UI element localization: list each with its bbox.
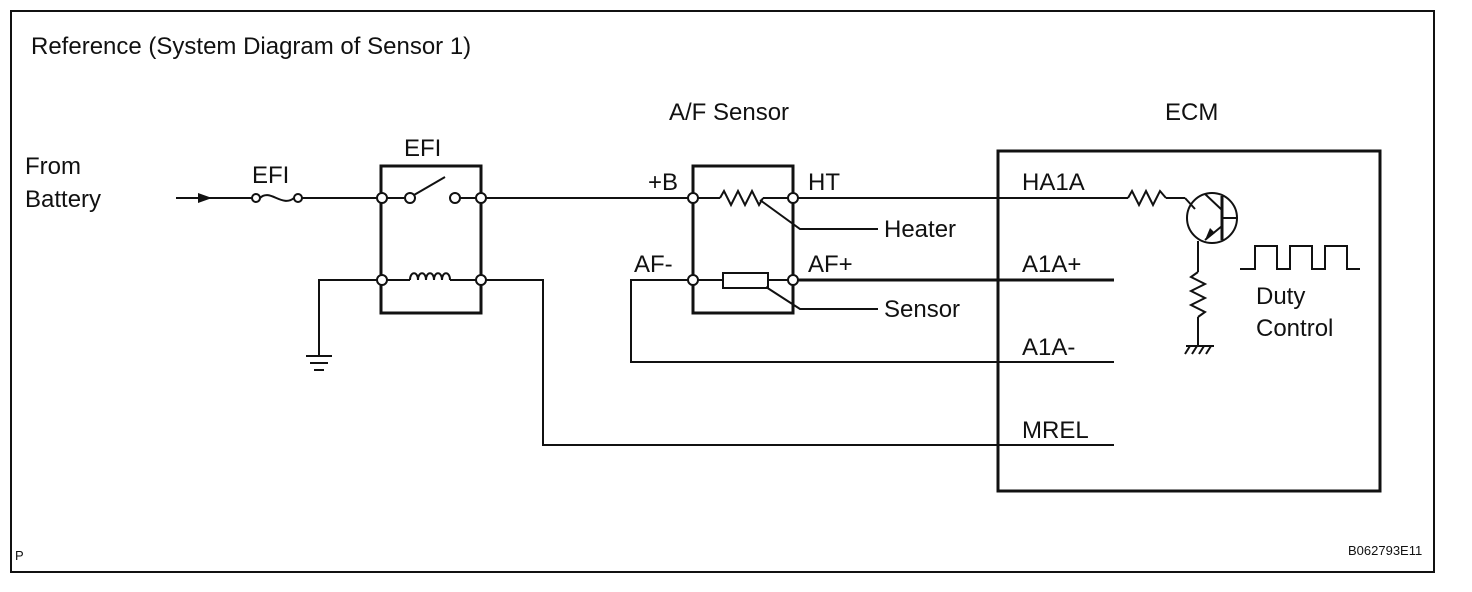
terminal-a1a-plus: A1A+ bbox=[1022, 251, 1081, 278]
heater-resistor-icon bbox=[687, 188, 799, 208]
ecm-label: ECM bbox=[1165, 99, 1218, 126]
terminal-mrel: MREL bbox=[1022, 417, 1089, 444]
pin-ht: HT bbox=[808, 169, 840, 196]
relay-label: EFI bbox=[404, 135, 441, 162]
transistor-icon bbox=[1184, 192, 1238, 244]
figure-code: B062793E11 bbox=[1348, 543, 1422, 558]
from-battery-label-line2: Battery bbox=[25, 186, 101, 213]
duty-control-label-line1: Duty bbox=[1256, 283, 1305, 310]
ecm-resistor-icon bbox=[1127, 188, 1167, 208]
fuse-icon bbox=[251, 193, 303, 203]
pin-af-minus: AF- bbox=[634, 251, 673, 278]
outer-frame bbox=[10, 10, 1435, 573]
ecm-box bbox=[996, 149, 1382, 493]
pin-af-plus: AF+ bbox=[808, 251, 853, 278]
chassis-ground-icon bbox=[1184, 345, 1214, 355]
relay-coil-icon bbox=[376, 272, 487, 286]
sensor-label: Sensor bbox=[884, 296, 960, 323]
corner-label: P bbox=[15, 548, 24, 563]
pin-plus-b: +B bbox=[648, 169, 678, 196]
from-battery-label-line1: From bbox=[25, 153, 81, 180]
af-sensor-label: A/F Sensor bbox=[669, 99, 789, 126]
emitter-resistor-icon bbox=[1188, 271, 1208, 318]
terminal-a1a-minus: A1A- bbox=[1022, 334, 1075, 361]
duty-control-label-line2: Control bbox=[1256, 315, 1333, 342]
battery-arrow-icon bbox=[198, 193, 212, 203]
heater-leader-line bbox=[759, 199, 878, 230]
fuse-label: EFI bbox=[252, 162, 289, 189]
sensor-element-icon bbox=[687, 272, 799, 289]
pulse-waveform-icon bbox=[1240, 245, 1360, 270]
af-sensor-box bbox=[691, 164, 795, 315]
ground-icon bbox=[306, 355, 332, 371]
terminal-ha1a: HA1A bbox=[1022, 169, 1085, 196]
relay-ground-wire bbox=[318, 279, 377, 355]
sensor-leader-line bbox=[765, 286, 878, 310]
relay-box bbox=[379, 164, 483, 315]
diagram-title: Reference (System Diagram of Sensor 1) bbox=[31, 33, 471, 60]
af-minus-to-a1a-minus-wire bbox=[630, 279, 1114, 363]
mrel-wire bbox=[486, 279, 1114, 446]
relay-switch-icon bbox=[376, 176, 487, 204]
heater-label: Heater bbox=[884, 216, 956, 243]
